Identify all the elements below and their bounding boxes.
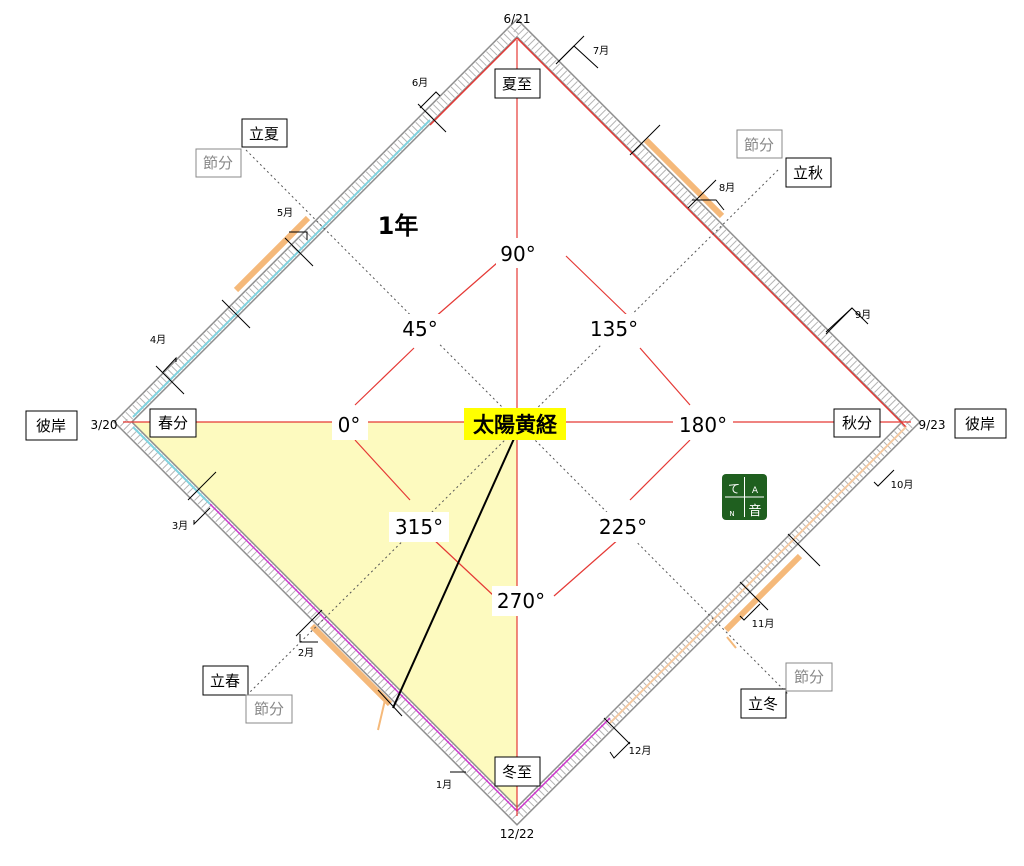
svg-text:夏至: 夏至 [502,75,532,93]
month-4: 4月 [150,334,166,346]
svg-text:冬至: 冬至 [502,763,532,781]
angle-270: 270° [497,589,545,613]
svg-text:春分: 春分 [158,414,188,432]
date-right: 9/23 [919,418,946,432]
svg-text:秋分: 秋分 [842,414,872,432]
svg-text:立冬: 立冬 [748,695,778,713]
month-1: 1月 [436,779,452,791]
month-3: 3月 [172,520,188,532]
svg-text:音: 音 [748,503,761,519]
angle-315: 315° [395,515,443,539]
svg-text:節分: 節分 [254,700,284,718]
date-bottom: 12/22 [500,827,535,841]
band-peach-right [609,426,907,724]
label-start-spring: 立春 [202,665,249,696]
svg-text:立秋: 立秋 [793,164,823,182]
angle-0: 0° [338,413,361,437]
month-5: 5月 [277,207,293,219]
svg-text:彼岸: 彼岸 [36,417,66,435]
band-red-top-left [429,37,518,126]
month-6: 6月 [412,77,428,89]
month-arrows [162,45,895,773]
svg-text:節分: 節分 [794,668,824,686]
svg-text:節分: 節分 [744,136,774,154]
band-magenta-bottom-right [516,717,611,812]
svg-text:立春: 立春 [210,672,240,690]
current-position-line [392,431,518,709]
svg-text:N: N [729,510,734,518]
label-setsubun-spring: 節分 [245,694,293,724]
svg-text:太陽黄経: 太陽黄経 [473,413,558,437]
svg-text:て: て [728,482,740,496]
month-7: 7月 [593,45,609,57]
angle-180: 180° [679,413,727,437]
logo: て A N 音 [722,474,767,520]
date-left: 3/20 [91,418,118,432]
angle-labels: 90° 45° 135° 0° 180° 315° 225° 270° [332,238,733,616]
svg-text:A: A [752,486,759,496]
orange-highlights [233,137,803,731]
band-cyan-left-upper [132,119,431,418]
svg-text:彼岸: 彼岸 [965,415,995,433]
center-label: 太陽黄経 [464,408,566,440]
date-top: 6/21 [504,12,531,26]
month-8: 8月 [719,182,735,194]
angle-90: 90° [500,242,535,266]
inner-bands [132,37,907,812]
label-summer-solstice: 夏至 [494,68,541,99]
svg-text:節分: 節分 [203,154,233,172]
label-higan-right: 彼岸 [954,408,1007,439]
label-autumn-equinox: 秋分 [833,408,881,438]
svg-text:立夏: 立夏 [249,125,279,143]
angle-45: 45° [402,317,437,341]
label-higan-left: 彼岸 [25,410,78,441]
label-start-autumn: 立秋 [785,157,832,188]
label-winter-solstice: 冬至 [494,756,541,787]
band-red-top-right [516,37,907,428]
label-setsubun-autumn: 節分 [736,129,783,159]
angle-225: 225° [599,515,647,539]
month-2: 2月 [298,647,314,659]
month-9: 9月 [855,309,871,321]
month-labels: 4月 5月 6月 7月 8月 9月 10月 11月 12月 1月 2月 3月 [150,45,914,791]
month-11: 11月 [752,618,775,630]
label-start-summer: 立夏 [241,118,288,148]
month-10: 10月 [891,479,914,491]
band-magenta-bottom-left [209,503,518,812]
angle-135: 135° [590,317,638,341]
label-setsubun-winter: 節分 [785,662,833,692]
label-spring-equinox: 春分 [149,408,197,438]
label-setsubun-summer: 節分 [195,148,242,178]
angle-arcs [354,255,691,597]
label-start-winter: 立冬 [740,688,787,719]
diagram-title: 1年 [378,212,419,240]
month-12: 12月 [629,745,652,757]
